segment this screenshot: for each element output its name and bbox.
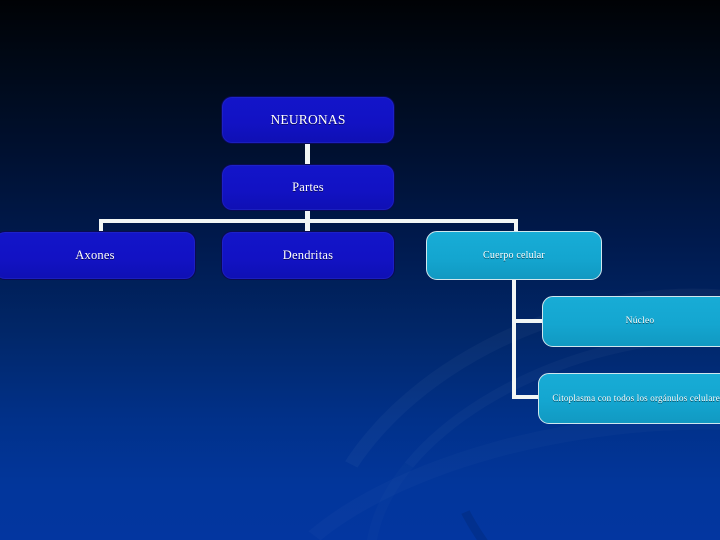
node-cuerpo-celular[interactable]: Cuerpo celular — [426, 231, 602, 280]
connector-neuronas-partes — [305, 144, 310, 164]
connector-bus-horizontal — [99, 219, 518, 223]
node-partes[interactable]: Partes — [221, 164, 395, 211]
background-swirl-3 — [371, 164, 720, 540]
node-citoplasma[interactable]: Citoplasma con todos los orgánulos celul… — [538, 373, 720, 424]
connector-cuerpo-nucleo — [512, 319, 544, 323]
node-neuronas[interactable]: NEURONAS — [221, 96, 395, 144]
connector-cuerpo-vertical — [512, 280, 516, 399]
node-dendritas[interactable]: Dendritas — [221, 231, 395, 280]
connector-partes-stem — [305, 211, 310, 231]
node-nucleo[interactable]: Núcleo — [542, 296, 720, 347]
node-axones[interactable]: Axones — [0, 231, 196, 280]
